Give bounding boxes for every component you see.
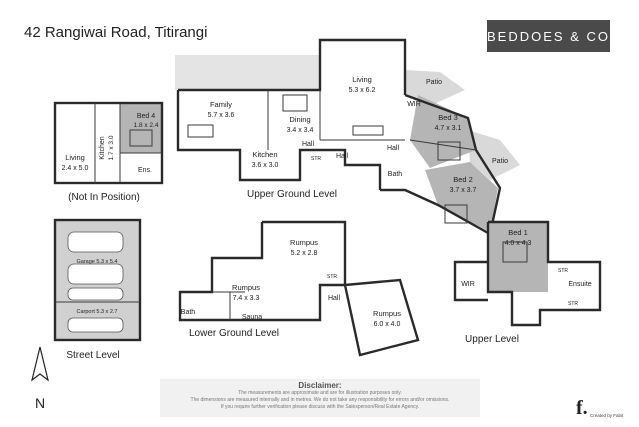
label-wir-bed3: WIR (407, 101, 421, 108)
upper-ground-walls-b (176, 90, 382, 190)
upper-ground-walls-c (380, 93, 502, 236)
label-family: Family (210, 100, 232, 109)
label-hall-c: Hall (387, 145, 400, 152)
dims-rumpus-top: 5.2 x 2.8 (291, 250, 318, 257)
dims-family: 5.7 x 3.6 (208, 112, 235, 119)
dims-dining: 3.4 x 3.4 (287, 127, 314, 134)
label-str-upper-1: STR (558, 268, 568, 274)
patio-right-area (468, 130, 520, 180)
level-street: Street Level (66, 350, 119, 361)
label-living-sep: Living (65, 153, 85, 162)
label-garage: Garage 5.3 x 5.4 (77, 259, 118, 265)
label-carport: Carport 5.3 x 2.7 (77, 309, 118, 315)
bed1-fill (488, 222, 548, 292)
label-kitchen-main: Kitchen (252, 150, 277, 159)
car-2 (67, 263, 124, 285)
label-bath-upper-ground: Bath (388, 171, 403, 178)
deck-area (175, 55, 320, 90)
bed4-bed (129, 129, 153, 147)
dims-bed1: 4.0 x 4.3 (505, 240, 532, 247)
north-arrow-icon (31, 346, 49, 382)
label-hall-a: Hall (302, 141, 315, 148)
level-lower-ground: Lower Ground Level (189, 328, 279, 339)
disclaimer-line-2: The dimensions are measured internally a… (190, 397, 450, 403)
label-str-upper-2: STR (568, 301, 578, 307)
disclaimer-line-3: If you require further verification plea… (220, 404, 420, 410)
label-kitchen-sep: Kitchen (99, 136, 106, 159)
dims-bed3: 4.7 x 3.1 (435, 125, 462, 132)
level-not-in-position: (Not In Position) (68, 192, 140, 203)
dims-rumpus-mid: 7.4 x 3.3 (233, 295, 260, 302)
property-address: 42 Rangiwai Road, Titirangi (24, 24, 208, 41)
dims-living-main: 5.3 x 6.2 (349, 87, 376, 94)
lower-ground-walls (178, 220, 347, 322)
rumpus-right-walls (343, 278, 420, 357)
label-rumpus-top: Rumpus (290, 238, 318, 247)
car-4 (67, 317, 124, 333)
bed3-bed (437, 141, 461, 161)
label-hall-lower: Hall (328, 295, 341, 302)
upper-level-walls-a (486, 220, 602, 327)
wall-bed3-bed2 (409, 139, 477, 151)
bed2-fill (425, 162, 498, 232)
level-upper: Upper Level (465, 334, 519, 345)
creator-credit: Created by Fabit (590, 413, 624, 418)
label-bath-lower: Bath (181, 309, 196, 316)
label-rumpus-mid: Rumpus (232, 283, 260, 292)
disclaimer-box: Disclaimer: The measurements are approxi… (160, 379, 480, 417)
dims-kitchen-sep: 1.7 x 3.0 (108, 135, 115, 160)
upper-ground-walls-a (178, 38, 407, 95)
dining-table (282, 94, 308, 112)
creator-logo: f. Created by Fabit (576, 397, 623, 423)
upper-level-walls-wir (453, 260, 488, 302)
agency-logo: BEDDOES & CO (487, 20, 610, 52)
label-bed2: Bed 2 (453, 175, 473, 184)
fabit-f-icon: f. (576, 397, 588, 419)
label-bed3: Bed 3 (438, 113, 458, 122)
label-wir-upper: WIR (461, 281, 475, 288)
label-str-lower: STR (327, 274, 337, 280)
bed1-bed (502, 241, 528, 263)
label-str-upper-ground: STR (311, 156, 321, 162)
label-bed1: Bed 1 (508, 228, 528, 237)
bed4-fill (120, 103, 162, 153)
label-rumpus-right: Rumpus (373, 309, 401, 318)
label-living-main: Living (352, 75, 372, 84)
label-hall-b: Hall (336, 153, 349, 160)
level-upper-ground: Upper Ground Level (247, 189, 337, 200)
compass-label: N (35, 395, 45, 411)
label-bed4: Bed 4 (137, 113, 155, 120)
dims-living-sep: 2.4 x 5.0 (62, 165, 89, 172)
separate-unit-walls (53, 101, 164, 185)
dims-bed2: 3.7 x 3.7 (450, 187, 477, 194)
label-patio-right: Patio (492, 158, 508, 165)
label-patio-top: Patio (426, 79, 442, 86)
car-1 (67, 231, 124, 253)
car-3 (67, 287, 124, 301)
bed2-bed (444, 204, 468, 224)
dims-kitchen-main: 3.6 x 3.0 (252, 162, 279, 169)
dims-rumpus-right: 6.0 x 4.0 (374, 321, 401, 328)
garage-walls (53, 218, 142, 342)
disclaimer-line-1: The measurements are approximate and are… (238, 390, 402, 396)
patio-top-area (405, 70, 465, 105)
dims-bed4: 1.8 x 2.4 (134, 122, 159, 129)
label-ens-sep: Ens. (138, 167, 152, 174)
label-ensuite: Ensuite (568, 281, 591, 288)
living-sofa (352, 125, 384, 136)
label-sauna: Sauna (242, 314, 262, 321)
family-sofa (187, 124, 214, 138)
disclaimer-title: Disclaimer: (298, 381, 342, 390)
label-dining: Dining (289, 115, 310, 124)
